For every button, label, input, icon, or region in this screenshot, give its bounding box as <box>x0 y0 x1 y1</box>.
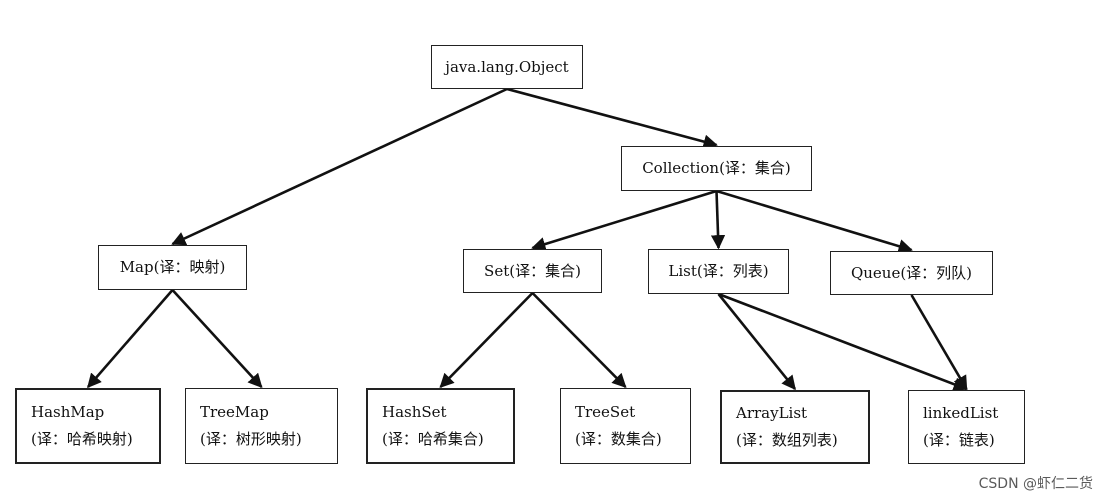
edge-collection-to-set <box>531 189 717 252</box>
node-queue: Queue(译：列队) <box>830 251 993 295</box>
node-treemap-name: TreeMap <box>200 403 269 421</box>
edge-collection-to-queue <box>716 189 913 254</box>
inheritance-edges <box>87 87 968 392</box>
edge-set-to-treeset <box>531 292 627 389</box>
node-hashset: HashSet (译：哈希集合) <box>366 388 515 464</box>
node-hashmap: HashMap (译：哈希映射) <box>15 388 161 464</box>
node-treeset-translation: (译：数集合) <box>575 430 662 448</box>
node-set-label: Set(译：集合) <box>484 261 581 280</box>
edge-list-to-linkedlist <box>718 292 968 392</box>
edge-object-to-map <box>171 87 508 246</box>
edge-map-to-treemap <box>171 289 263 389</box>
node-treeset: TreeSet (译：数集合) <box>560 388 691 464</box>
edge-map-to-hashmap <box>87 289 174 389</box>
node-map: Map(译：映射) <box>98 245 247 290</box>
edge-queue-to-linkedlist <box>910 294 968 391</box>
edge-collection-to-list <box>710 190 726 250</box>
node-collection: Collection(译：集合) <box>621 146 812 191</box>
node-linkedlist: linkedList (译：链表) <box>908 390 1025 464</box>
node-queue-label: Queue(译：列队) <box>850 263 973 282</box>
node-treeset-name: TreeSet <box>575 403 636 421</box>
node-list: List(译：列表) <box>648 249 789 294</box>
node-java-lang-object-label: java.lang.Object <box>445 57 569 76</box>
edge-list-to-arraylist <box>717 293 797 391</box>
node-arraylist-name: ArrayList <box>736 404 808 422</box>
node-treemap: TreeMap (译：树形映射) <box>185 388 338 464</box>
node-set: Set(译：集合) <box>463 249 602 293</box>
node-list-label: List(译：列表) <box>668 262 769 280</box>
node-arraylist: ArrayList (译：数组列表) <box>720 390 870 464</box>
node-java-lang-object: java.lang.Object <box>431 45 583 89</box>
node-linkedlist-name: linkedList <box>923 404 999 422</box>
node-treemap-translation: (译：树形映射) <box>200 430 302 448</box>
node-arraylist-translation: (译：数组列表) <box>736 431 838 449</box>
node-collection-label: Collection(译：集合) <box>642 159 791 177</box>
node-hashset-name: HashSet <box>382 403 447 421</box>
node-hashmap-translation: (译：哈希映射) <box>31 430 133 448</box>
node-linkedlist-translation: (译：链表) <box>923 431 995 449</box>
csdn-watermark: CSDN @虾仁二货 <box>978 476 1093 492</box>
edge-set-to-hashset <box>439 292 534 389</box>
node-hashmap-name: HashMap <box>31 403 105 421</box>
node-map-label: Map(译：映射) <box>119 258 226 276</box>
node-hashset-translation: (译：哈希集合) <box>382 430 484 448</box>
edge-object-to-collection <box>506 87 718 149</box>
